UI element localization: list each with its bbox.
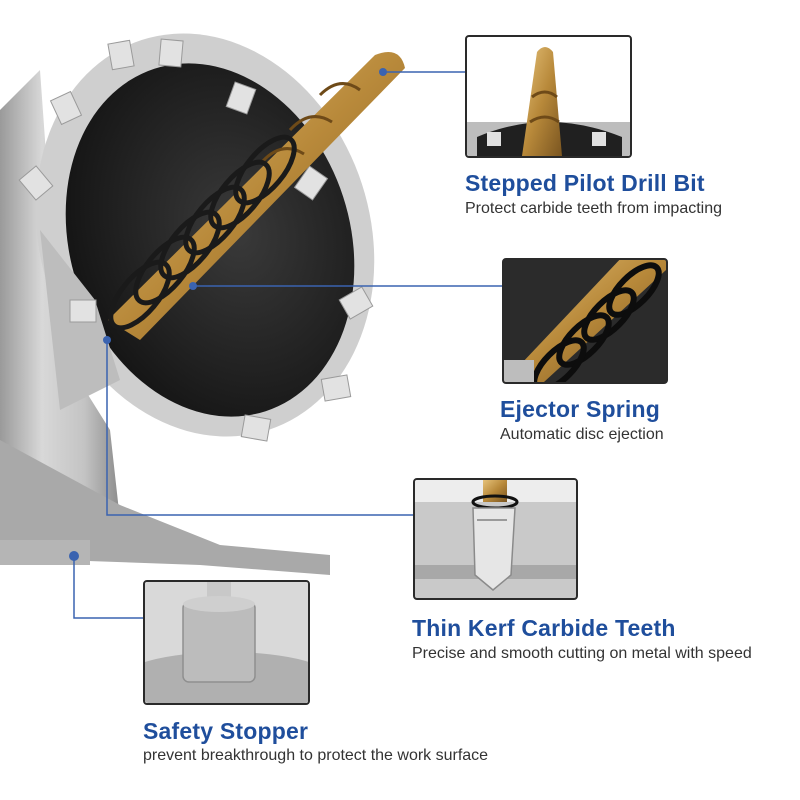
pilot-drill-thumbnail — [465, 35, 632, 158]
safety-stopper-thumbnail — [143, 580, 310, 705]
feature-title: Thin Kerf Carbide Teeth — [412, 615, 676, 641]
carbide-teeth-thumbnail — [413, 478, 578, 600]
feature-description: Automatic disc ejection — [500, 426, 664, 443]
feature-title: Safety Stopper — [143, 718, 309, 744]
feature-title: Ejector Spring — [500, 396, 660, 422]
spring-thumbnail — [502, 258, 668, 384]
feature-description: Precise and smooth cutting on metal with… — [412, 645, 752, 662]
leader-lines — [73, 71, 502, 619]
feature-title: Stepped Pilot Drill Bit — [465, 170, 705, 196]
pilot-drill — [108, 51, 405, 340]
feature-description: prevent breakthrough to protect the work… — [143, 747, 489, 764]
feature-description: Protect carbide teeth from impacting — [465, 200, 723, 217]
ejector-spring-coil — [108, 134, 297, 331]
